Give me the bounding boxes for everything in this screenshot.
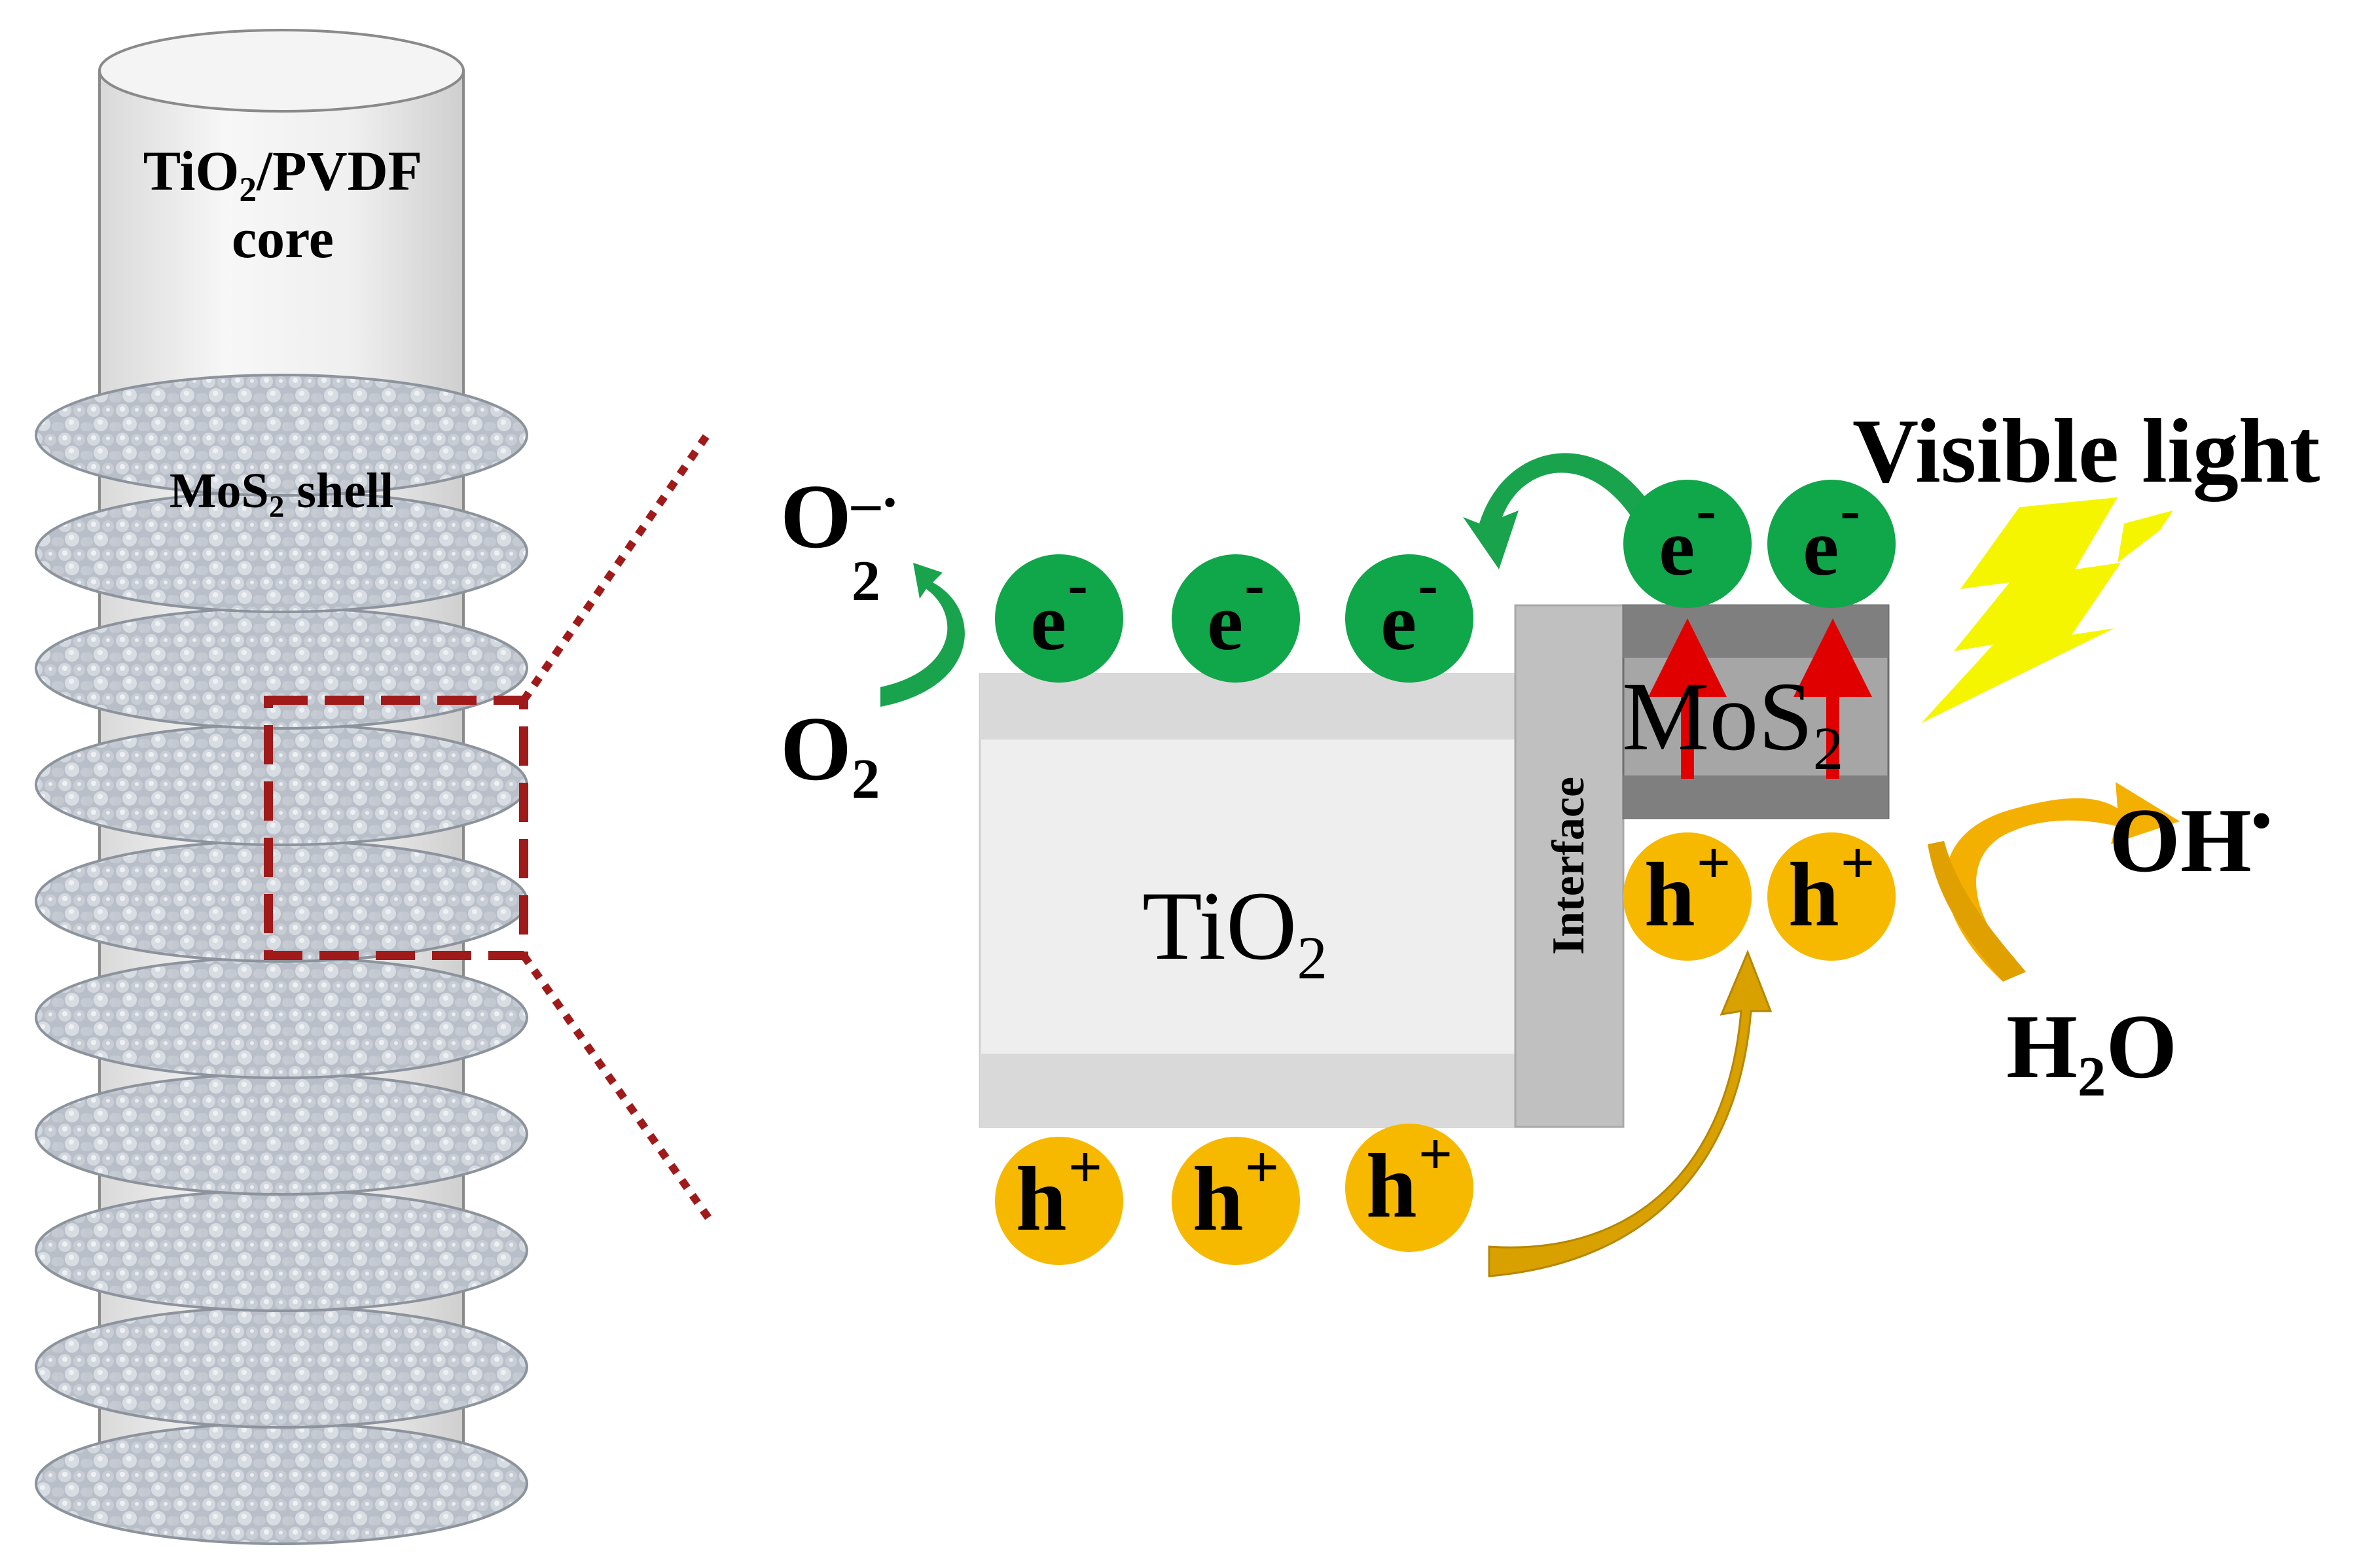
core-label: TiO2/PVDF core xyxy=(143,139,423,270)
shell-ring xyxy=(35,1422,528,1545)
oh-radical-label: OH• xyxy=(2109,789,2272,891)
lightning-bolt-icon xyxy=(1921,497,2121,723)
tio2-block xyxy=(979,673,1538,1128)
hole-transfer-arrow xyxy=(1488,950,1773,1277)
hole-mos2-1: h+ xyxy=(1623,832,1752,961)
tio2-bottom-band xyxy=(980,1054,1536,1127)
shell-ring xyxy=(35,1073,528,1196)
zoom-line-bottom xyxy=(520,953,713,1223)
hole-tio2-1: h+ xyxy=(995,1137,1123,1265)
electron-mos2-1: e- xyxy=(1623,480,1752,608)
shell-ring xyxy=(35,840,528,963)
zoom-line-top xyxy=(520,433,710,703)
electron-tio2-2: e- xyxy=(1172,554,1300,683)
oxygen-reduction-arrow xyxy=(880,563,965,707)
interface-layer xyxy=(1514,604,1625,1128)
hole-tio2-2: h+ xyxy=(1172,1137,1300,1265)
shell-ring xyxy=(35,1189,528,1312)
shell-ring xyxy=(35,1306,528,1429)
electron-tio2-1: e- xyxy=(995,554,1123,683)
electron-tio2-3: e- xyxy=(1345,554,1473,683)
water-label: H2O xyxy=(2006,996,2178,1108)
shell-ring xyxy=(35,374,528,497)
shell-ring xyxy=(35,956,528,1079)
zoom-box xyxy=(264,696,528,960)
shell-ring xyxy=(35,723,528,846)
hole-mos2-2: h+ xyxy=(1767,832,1896,961)
lightning-bolt-tip xyxy=(2118,510,2173,563)
mos2-bottom-band xyxy=(1623,775,1888,818)
o2-label: O2 xyxy=(780,698,880,810)
superoxide-label: O–·2 xyxy=(780,466,900,613)
water-oxidation-arrow-tail xyxy=(1928,841,2026,982)
mos2-top-band xyxy=(1623,605,1888,658)
zoom-indicator xyxy=(264,433,713,1223)
shell-label: MoS2 shell xyxy=(169,463,394,525)
tio2-top-band xyxy=(980,674,1536,739)
shell-ring xyxy=(35,607,528,730)
visible-light-label: Visible light xyxy=(1852,401,2320,502)
electron-mos2-2: e- xyxy=(1767,480,1896,608)
interface-label: Interface xyxy=(1543,776,1594,955)
water-oxidation-arrow xyxy=(1945,782,2180,982)
tio2-label: TiO2 xyxy=(1142,872,1327,992)
mos2-label: MoS2 xyxy=(1622,662,1844,783)
hole-tio2-3: h+ xyxy=(1345,1124,1473,1252)
electron-transfer-arrow xyxy=(1463,453,1666,569)
fiber-core-top xyxy=(98,29,465,113)
